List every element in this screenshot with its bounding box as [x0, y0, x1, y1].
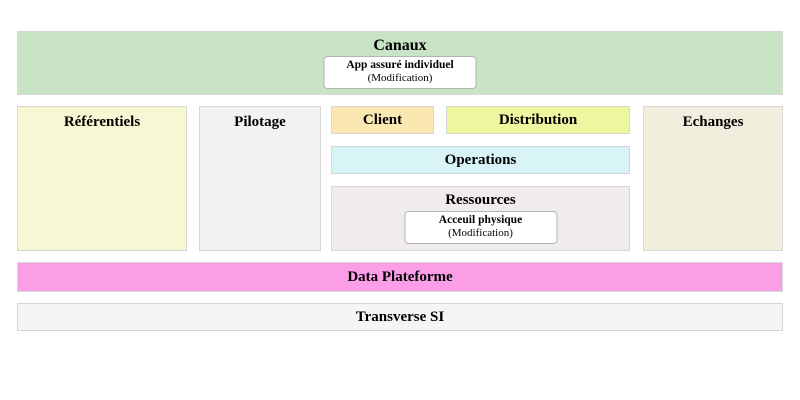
card-acceuil-physique-subtitle: (Modification) [448, 227, 513, 240]
card-acceuil-physique-title: Acceuil physique [438, 214, 523, 226]
card-app-assure-individuel-subtitle: (Modification) [367, 72, 433, 85]
card-app-assure-individuel[interactable]: App assuré individuel (Modification) [323, 56, 477, 89]
zone-pilotage-label: Pilotage [234, 114, 286, 130]
zone-ressources-label: Ressources [445, 192, 516, 208]
zone-data-plateforme-label: Data Plateforme [347, 269, 453, 285]
zone-client-label: Client [362, 112, 403, 128]
zone-transverse-si: Transverse SI [17, 303, 783, 331]
zone-transverse-si-label: Transverse SI [355, 309, 445, 325]
zone-distribution-label: Distribution [498, 112, 578, 128]
zone-data-plateforme: Data Plateforme [17, 262, 783, 292]
card-app-assure-individuel-title: App assuré individuel [346, 59, 454, 71]
zone-operations-label: Operations [444, 152, 517, 168]
zone-operations: Operations [331, 146, 630, 174]
zone-echanges-label: Echanges [682, 114, 744, 130]
zone-distribution: Distribution [446, 106, 630, 134]
zone-client: Client [331, 106, 434, 134]
zone-canaux: Canaux App assuré individuel (Modificati… [17, 31, 783, 95]
card-acceuil-physique[interactable]: Acceuil physique (Modification) [404, 211, 557, 244]
zone-pilotage: Pilotage [199, 106, 321, 251]
zone-referentiels: Référentiels [17, 106, 187, 251]
zone-echanges: Echanges [643, 106, 783, 251]
zone-referentiels-label: Référentiels [63, 114, 141, 130]
zone-canaux-label: Canaux [373, 37, 427, 54]
zone-ressources: Ressources Acceuil physique (Modificatio… [331, 186, 630, 251]
